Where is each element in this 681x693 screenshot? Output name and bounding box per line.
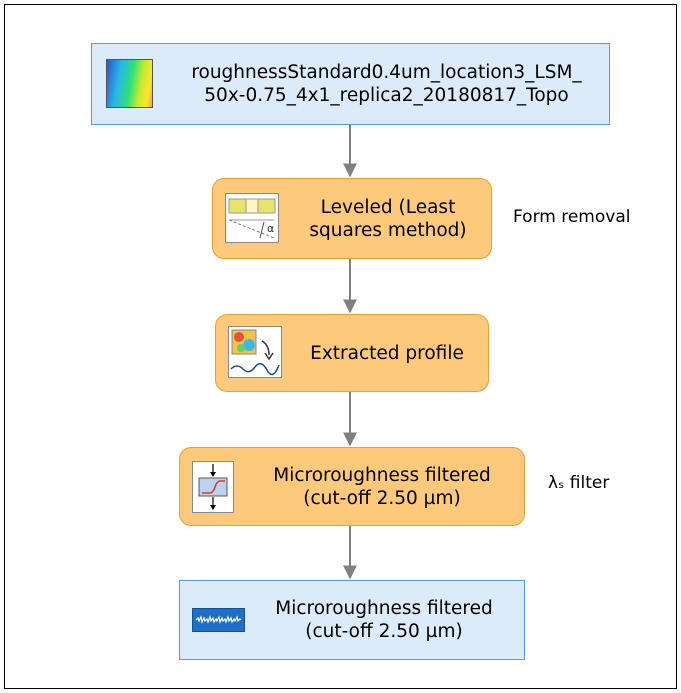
- extracted-profile-label: Extracted profile: [310, 342, 464, 364]
- result-label: Microroughness filtered (cut-off 2.50 µm…: [275, 598, 493, 642]
- svg-text:α: α: [267, 222, 274, 235]
- topography-color-map-icon: [106, 59, 153, 108]
- profile-extraction-icon: [228, 326, 282, 378]
- result-node[interactable]: Microroughness filtered (cut-off 2.50 µm…: [179, 580, 525, 660]
- extracted-profile-node[interactable]: Extracted profile: [215, 314, 489, 392]
- leveled-node[interactable]: α Leveled (Least squares method): [212, 178, 492, 259]
- level-tool-icon: α: [225, 193, 279, 243]
- lambda-s-filter-annotation: λₛ filter: [548, 473, 610, 493]
- microroughness-filter-node[interactable]: Microroughness filtered (cut-off 2.50 µm…: [179, 447, 525, 526]
- microroughness-filter-label: Microroughness filtered (cut-off 2.50 µm…: [273, 464, 491, 509]
- profile-waveform-icon: [192, 608, 245, 632]
- leveled-label: Leveled (Least squares method): [309, 196, 467, 241]
- filter-icon: [192, 461, 234, 513]
- source-label: roughnessStandard0.4um_location3_LSM_ 50…: [191, 62, 582, 106]
- form-removal-annotation: Form removal: [513, 207, 631, 227]
- source-node[interactable]: roughnessStandard0.4um_location3_LSM_ 50…: [91, 43, 610, 125]
